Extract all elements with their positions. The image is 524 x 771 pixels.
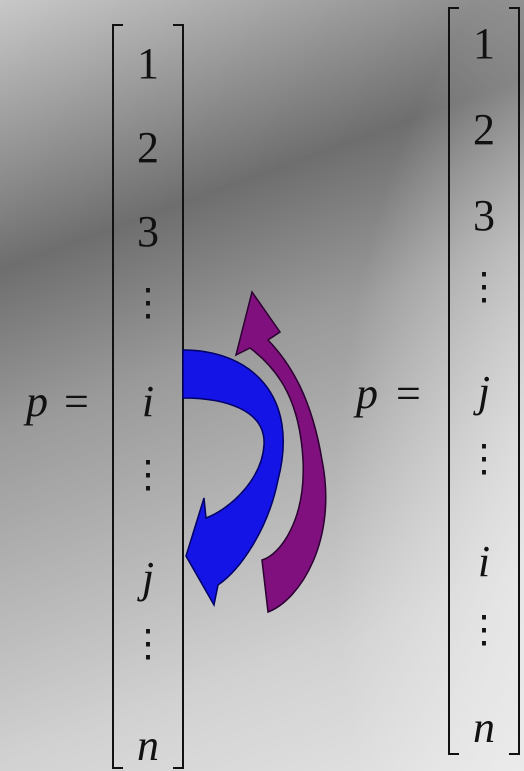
left-entry-1: 1 [137, 39, 159, 88]
right-vdots-3: ⋮ [465, 609, 503, 651]
purple-curved-arrow [234, 290, 327, 614]
left-entry-i: i [141, 377, 155, 426]
right-vdots-1: ⋮ [465, 266, 503, 308]
right-vdots-2: ⋮ [465, 438, 503, 480]
left-vector-left-bracket [112, 24, 123, 769]
left-vdots-2: ⋮ [129, 454, 167, 496]
right-p-symbol: p [356, 369, 378, 418]
right-vector-right-bracket [509, 7, 520, 755]
right-entry-2: 2 [473, 105, 495, 154]
left-p-symbol: p [26, 377, 48, 426]
right-entry-i: i [477, 537, 491, 586]
right-vector-left-bracket [448, 7, 459, 755]
right-entry-n: n [473, 703, 495, 752]
right-entry-1: 1 [473, 19, 495, 68]
right-entry-j: j [477, 367, 491, 416]
left-equals-sign: = [64, 377, 89, 426]
left-entry-2: 2 [137, 123, 159, 172]
left-entry-n: n [137, 721, 159, 770]
right-equals-sign: = [396, 369, 421, 418]
left-entry-3: 3 [137, 207, 159, 256]
blue-curved-arrow [182, 349, 284, 608]
left-vdots-3: ⋮ [129, 623, 167, 665]
right-entry-3: 3 [473, 191, 495, 240]
left-entry-j: j [141, 553, 155, 602]
left-vdots-1: ⋮ [129, 282, 167, 324]
